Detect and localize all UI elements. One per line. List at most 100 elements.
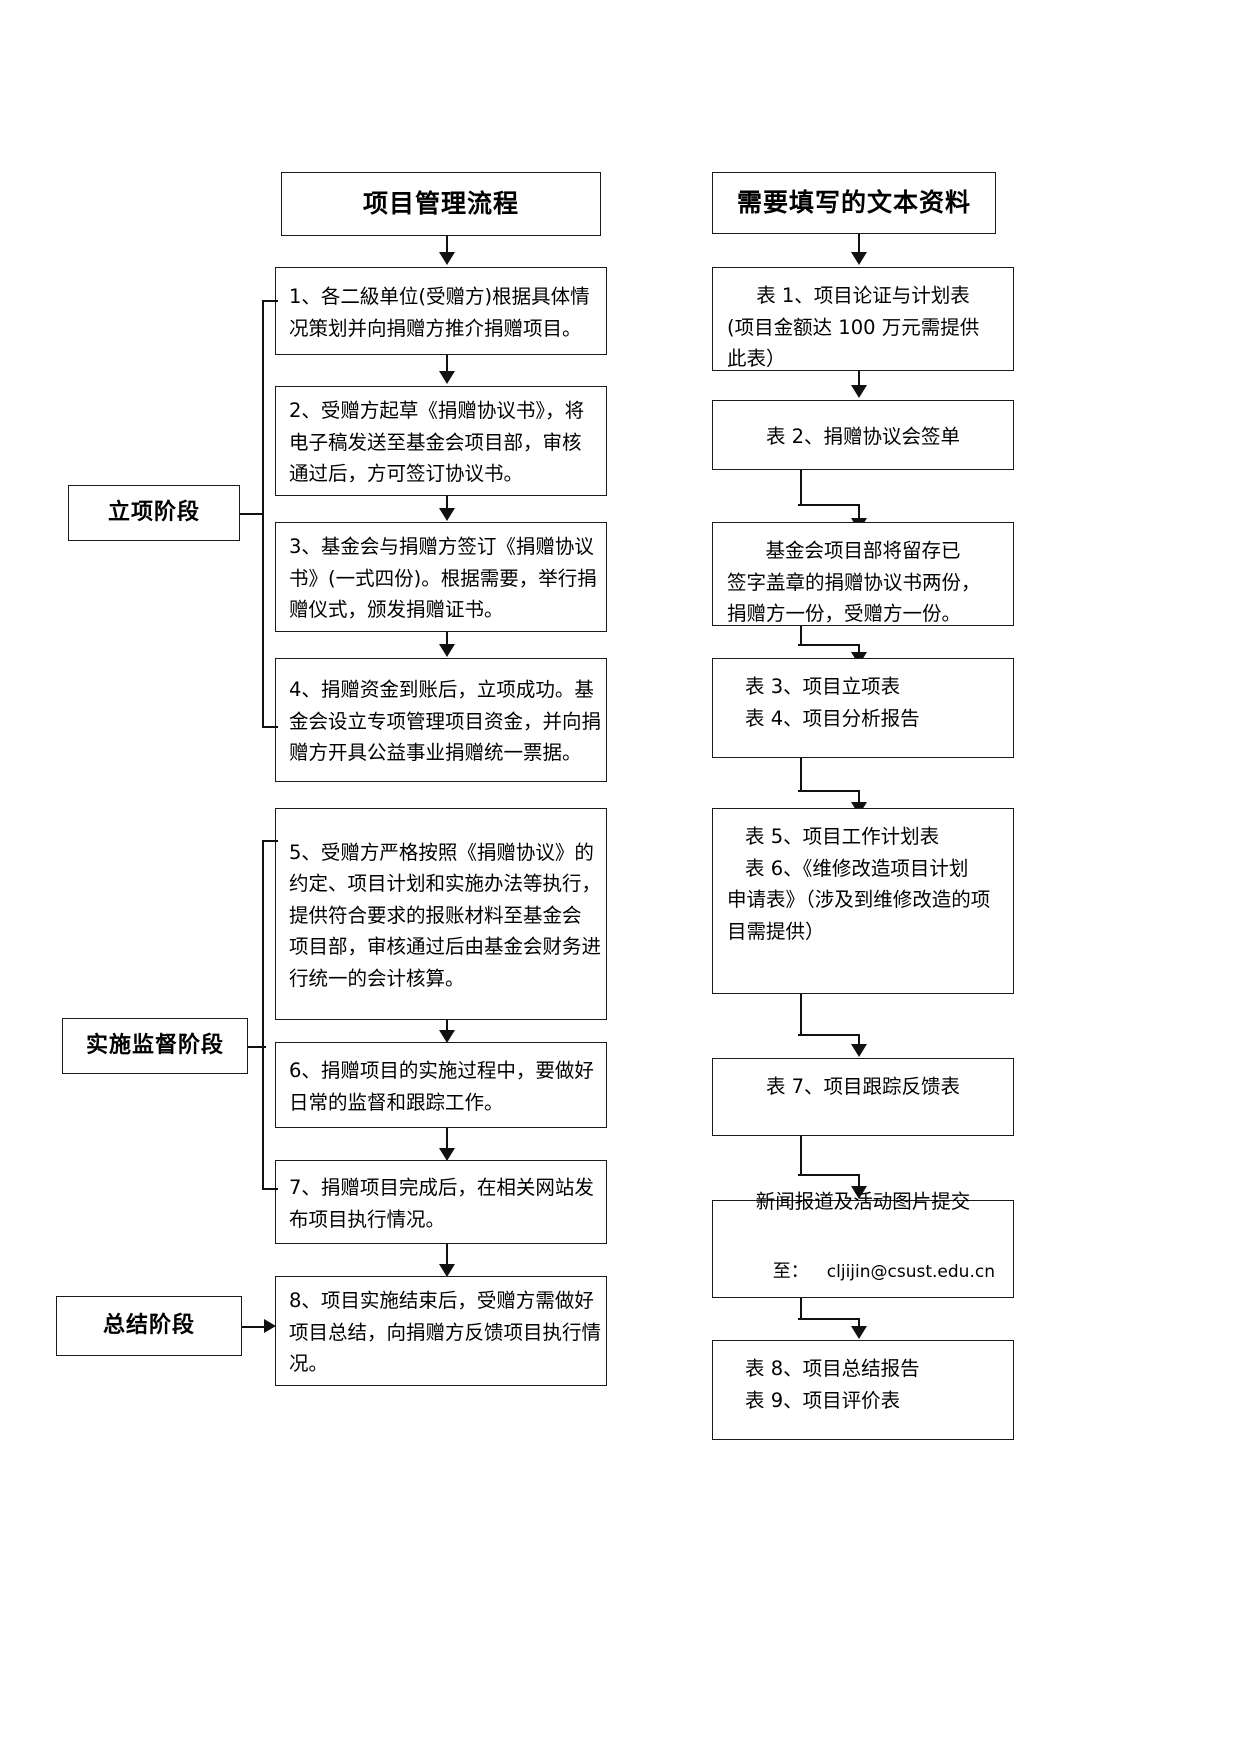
connector-step7-step8 [446, 1244, 448, 1268]
stage-supervision-label: 实施监督阶段 [85, 1033, 224, 1059]
arrowhead-doc6-doc7 [851, 1186, 867, 1199]
flow-step-1-line-2: 况策划并向捐赠方推介捐赠项目。 [289, 316, 582, 340]
arrowhead-stage-summary [264, 1319, 276, 1333]
connector-step3-step4 [446, 632, 448, 648]
connector-doc6-v2 [858, 1174, 860, 1190]
flow-step-3: 3、基金会与捐赠方签订《捐赠协议 书》(一式四份)。根据需要，举行捐 赠仪式，颁… [275, 522, 607, 632]
connector-doc2-v2 [858, 504, 860, 522]
doc-item-7-email-address[interactable]: cljijin@csust.edu.cn [826, 1262, 995, 1283]
doc-item-7: 新闻报道及活动图片提交 至： cljijin@csust.edu.cn [712, 1190, 1014, 1298]
flow-column-header-label: 项目管理流程 [362, 188, 519, 218]
arrowhead-step6-step7 [439, 1148, 455, 1161]
doc-item-7-email-row: 至： cljijin@csust.edu.cn [727, 1228, 999, 1316]
arrowhead-doc5-doc6 [851, 1044, 867, 1057]
doc-item-4-line-1: 表 3、项目立项表 [745, 675, 901, 698]
connector-doc3-v1 [800, 626, 802, 646]
connector-doc1-doc2 [858, 371, 860, 389]
arrowhead-doc7-doc8 [851, 1326, 867, 1339]
stage-bracket-initiation [262, 300, 278, 728]
doc-item-3-line-2: 签字盖章的捐赠协议书两份， [727, 570, 981, 594]
arrowhead-doc1-doc2 [851, 385, 867, 398]
connector-doc4-v2 [858, 790, 860, 806]
stage-summary: 总结阶段 [56, 1296, 242, 1356]
flow-step-5-line-4: 项目部，审核通过后由基金会财务进 [289, 935, 602, 959]
stage-connector-initiation [240, 513, 264, 515]
connector-doc7-v2 [858, 1318, 860, 1330]
flow-step-3-line-3: 赠仪式，颁发捐赠证书。 [289, 598, 504, 622]
flow-step-1-line-1: 1、各二級单位(受赠方)根据具体情 [289, 284, 590, 308]
connector-doc3-v2 [858, 644, 860, 656]
doc-item-3-line-1: 基金会项目部将留存已 [765, 539, 961, 562]
connector-doc5-v1 [800, 994, 802, 1036]
arrowhead-step3-step4 [439, 644, 455, 657]
flow-step-5: 5、受赠方严格按照《捐赠协议》的 约定、项目计划和实施办法等执行， 提供符合要求… [275, 808, 607, 1020]
doc-item-2: 表 2、捐赠协议会签单 [712, 400, 1014, 470]
connector-doc4-v1 [800, 758, 802, 792]
arrowhead-header-step1 [439, 252, 455, 265]
doc-item-8-line-2: 表 9、项目评价表 [745, 1388, 901, 1412]
arrowhead-step7-step8 [439, 1264, 455, 1277]
docs-column-header: 需要填写的文本资料 [712, 172, 996, 234]
doc-item-6-line-1: 表 7、项目跟踪反馈表 [765, 1075, 961, 1098]
doc-item-4: 表 3、项目立项表 表 4、项目分析报告 [712, 658, 1014, 758]
flow-step-5-line-1: 5、受赠方严格按照《捐赠协议》的 [289, 840, 594, 864]
connector-doc6-h [798, 1174, 860, 1176]
stage-initiation: 立项阶段 [68, 485, 240, 541]
doc-item-8: 表 8、项目总结报告 表 9、项目评价表 [712, 1340, 1014, 1440]
stage-summary-label: 总结阶段 [102, 1313, 195, 1339]
flow-step-8-line-1: 8、项目实施结束后，受赠方需做好 [289, 1289, 594, 1313]
flow-step-5-line-2: 约定、项目计划和实施办法等执行， [289, 872, 602, 896]
doc-item-7-line-1: 新闻报道及活动图片提交 [755, 1190, 971, 1214]
flow-step-7: 7、捐赠项目完成后，在相关网站发 布项目执行情况。 [275, 1160, 607, 1244]
connector-doc4-h [798, 790, 860, 792]
doc-item-5-line-2: 表 6、《维修改造项目计划 [745, 856, 969, 880]
doc-item-7-email-prefix: 至： [772, 1261, 809, 1283]
flow-step-8-line-2: 项目总结，向捐赠方反馈项目执行情 [289, 1320, 602, 1344]
connector-doc6-v1 [800, 1136, 802, 1176]
flow-step-2-line-2: 电子稿发送至基金会项目部，审核 [289, 430, 582, 454]
flow-step-5-line-5: 行统一的会计核算。 [289, 966, 465, 990]
arrowhead-docs-header-item1 [851, 252, 867, 265]
stage-connector-summary [242, 1326, 266, 1328]
doc-item-8-line-1: 表 8、项目总结报告 [745, 1357, 920, 1380]
flow-step-2-line-1: 2、受赠方起草《捐赠协议书》，将 [289, 399, 585, 423]
connector-step2-step3 [446, 496, 448, 512]
doc-item-1-line-3: 此表） [727, 347, 786, 371]
connector-header-step1 [446, 236, 448, 256]
connector-doc7-h [798, 1318, 860, 1320]
arrowhead-step2-step3 [439, 508, 455, 521]
flow-step-6-line-1: 6、捐赠项目的实施过程中，要做好 [289, 1058, 594, 1082]
doc-item-1: 表 1、项目论证与计划表 (项目金额达 100 万元需提供 此表） [712, 267, 1014, 371]
doc-item-1-line-1: 表 1、项目论证与计划表 [756, 284, 970, 307]
doc-item-5-line-3: 申请表》（涉及到维修改造的项 [727, 888, 991, 912]
flow-step-4-line-3: 赠方开具公益事业捐赠统一票据。 [289, 741, 582, 765]
connector-doc5-h [798, 1034, 860, 1036]
flow-step-4: 4、捐赠资金到账后，立项成功。基 金会设立专项管理项目资金，并向捐 赠方开具公益… [275, 658, 607, 782]
flow-step-3-line-2: 书》(一式四份)。根据需要，举行捐 [289, 566, 597, 590]
arrowhead-step5-step6 [439, 1030, 455, 1043]
flow-step-7-line-2: 布项目执行情况。 [289, 1207, 446, 1231]
connector-doc3-h [798, 644, 860, 646]
doc-item-1-line-2: (项目金额达 100 万元需提供 [727, 315, 980, 339]
flow-step-4-line-1: 4、捐赠资金到账后，立项成功。基 [289, 678, 594, 702]
flow-step-1: 1、各二級单位(受赠方)根据具体情 况策划并向捐赠方推介捐赠项目。 [275, 267, 607, 355]
doc-item-3-line-3: 捐赠方一份，受赠方一份。 [727, 602, 962, 626]
doc-item-3: 基金会项目部将留存已 签字盖章的捐赠协议书两份， 捐赠方一份，受赠方一份。 [712, 522, 1014, 626]
doc-item-5-line-1: 表 5、项目工作计划表 [745, 825, 940, 848]
flow-step-6-line-2: 日常的监督和跟踪工作。 [289, 1090, 504, 1114]
doc-item-6: 表 7、项目跟踪反馈表 [712, 1058, 1014, 1136]
connector-doc2-h [798, 504, 860, 506]
flow-step-5-line-3: 提供符合要求的报账材料至基金会 [289, 903, 582, 927]
stage-initiation-label: 立项阶段 [107, 500, 200, 526]
stage-supervision: 实施监督阶段 [62, 1018, 248, 1074]
connector-docs-header-item1 [858, 234, 860, 256]
connector-doc7-v1 [800, 1298, 802, 1320]
flow-step-7-line-1: 7、捐赠项目完成后，在相关网站发 [289, 1175, 594, 1199]
flow-column-header: 项目管理流程 [281, 172, 601, 236]
connector-step5-step6 [446, 1020, 448, 1034]
connector-step6-step7 [446, 1128, 448, 1152]
doc-item-5-line-4: 目需提供） [727, 919, 825, 943]
connector-doc5-v2 [858, 1034, 860, 1048]
flow-step-3-line-1: 3、基金会与捐赠方签订《捐赠协议 [289, 535, 594, 559]
